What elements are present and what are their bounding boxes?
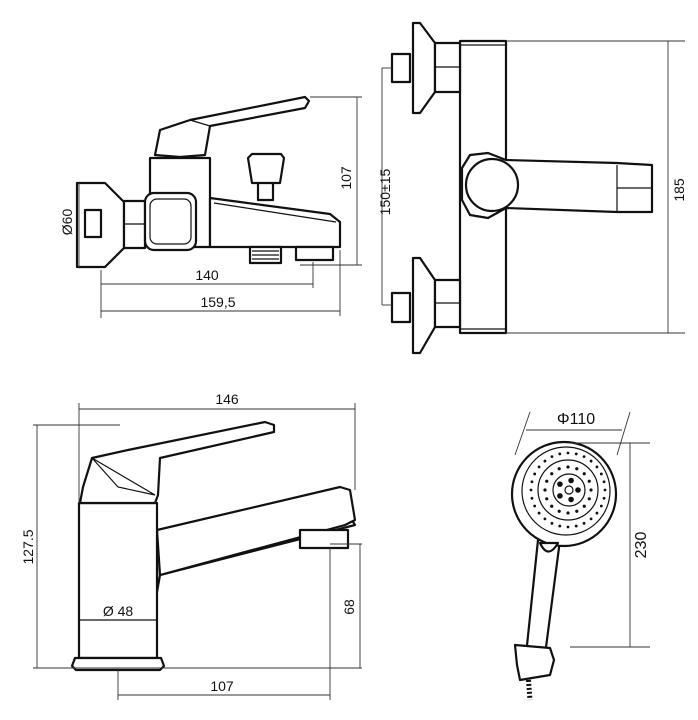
spray-nozzle [575, 509, 579, 513]
label-total-length: 159,5 [200, 294, 235, 310]
diverter-knob [246, 152, 286, 185]
spray-nozzle [589, 517, 593, 521]
spray-nozzle [582, 521, 586, 525]
spray-nozzle [529, 488, 533, 492]
basin-mixer-view: 146 127.5 Ø 48 68 107 [20, 391, 362, 700]
label-basin-length: 146 [215, 391, 239, 407]
label-width: 185 [671, 178, 687, 202]
spray-nozzle [582, 455, 586, 459]
spray-nozzle [582, 472, 586, 476]
shower-neck [538, 541, 560, 553]
aerator-outlet [294, 245, 335, 262]
spray-nozzle [587, 479, 591, 483]
spray-nozzle [550, 455, 554, 459]
spray-nozzle [595, 465, 599, 469]
label-height: 107 [338, 166, 354, 190]
spray-nozzle [587, 497, 591, 501]
spray-nozzle [543, 459, 547, 463]
spray-nozzle [545, 497, 549, 501]
upper-wall-flange [411, 21, 437, 115]
bath-mixer-side-view: Ø60 107 140 159,5 [59, 95, 362, 318]
spray-nozzle [568, 496, 574, 503]
label-head-diameter: Φ110 [557, 411, 595, 428]
spray-nozzle [550, 504, 554, 508]
spray-nozzle [533, 472, 537, 476]
spray-nozzle [575, 467, 579, 471]
spray-nozzle [589, 488, 593, 492]
shower-holder [513, 643, 556, 682]
basin-aerator [298, 528, 350, 550]
label-basin-height: 127.5 [20, 529, 36, 564]
spray-nozzles [529, 451, 607, 529]
shower-handle [524, 538, 562, 657]
spray-nozzle [566, 465, 570, 469]
wall-connector [83, 208, 103, 239]
label-outlet-length: 140 [195, 267, 219, 283]
spray-nozzle [543, 517, 547, 521]
spray-nozzle [568, 477, 574, 484]
spray-nozzle [602, 496, 606, 500]
spray-nozzle [589, 459, 593, 463]
spray-nozzle [530, 496, 534, 500]
shower-head [510, 440, 618, 548]
spray-nozzle [545, 479, 549, 483]
handle-cap [464, 157, 520, 213]
label-body-diameter: Ø 48 [103, 603, 134, 619]
spray-nozzle [566, 451, 570, 455]
spray-nozzle [582, 504, 586, 508]
lever-handle [153, 95, 311, 159]
spray-nozzle [603, 488, 607, 492]
spray-nozzle [537, 465, 541, 469]
spray-nozzle [558, 452, 562, 456]
spray-nozzle [537, 511, 541, 515]
spray-nozzle [574, 452, 578, 456]
spray-nozzle [599, 472, 603, 476]
spray-nozzle [595, 511, 599, 515]
spray-nozzle [566, 525, 570, 529]
label-shower-length: 230 [633, 532, 650, 559]
spray-nozzle [558, 524, 562, 528]
hand-shower-view: Φ110 230 [510, 411, 650, 701]
spray-nozzle [550, 472, 554, 476]
upper-connector [390, 52, 412, 84]
spray-nozzle [602, 480, 606, 484]
spray-nozzle [599, 504, 603, 508]
spray-nozzle [550, 521, 554, 525]
label-connection-spacing: 150±15 [377, 168, 393, 215]
spray-nozzle [566, 511, 570, 515]
lower-wall-flange [411, 256, 437, 355]
label-spout-height: 68 [341, 599, 357, 615]
spray-nozzle [575, 487, 581, 493]
diverter-stem [256, 180, 275, 202]
spray-nozzle [557, 481, 563, 487]
basin-spout [155, 485, 357, 577]
bath-mixer-front-view: 150±15 185 [377, 21, 687, 355]
spray-nozzle [557, 467, 561, 471]
basin-lever [78, 420, 276, 505]
basin-body [77, 501, 159, 660]
cartridge-housing [143, 191, 198, 252]
spray-nozzle [530, 480, 534, 484]
spray-nozzle [543, 488, 547, 492]
bath-spout [208, 196, 342, 249]
lower-connector [390, 291, 412, 324]
basin-base [70, 656, 166, 672]
label-flange-diameter: Ø60 [59, 209, 75, 236]
spray-nozzle [574, 524, 578, 528]
spray-nozzle [557, 493, 563, 499]
spray-nozzle [533, 504, 537, 508]
label-spout-reach: 107 [210, 678, 234, 694]
spray-nozzle [557, 509, 561, 513]
